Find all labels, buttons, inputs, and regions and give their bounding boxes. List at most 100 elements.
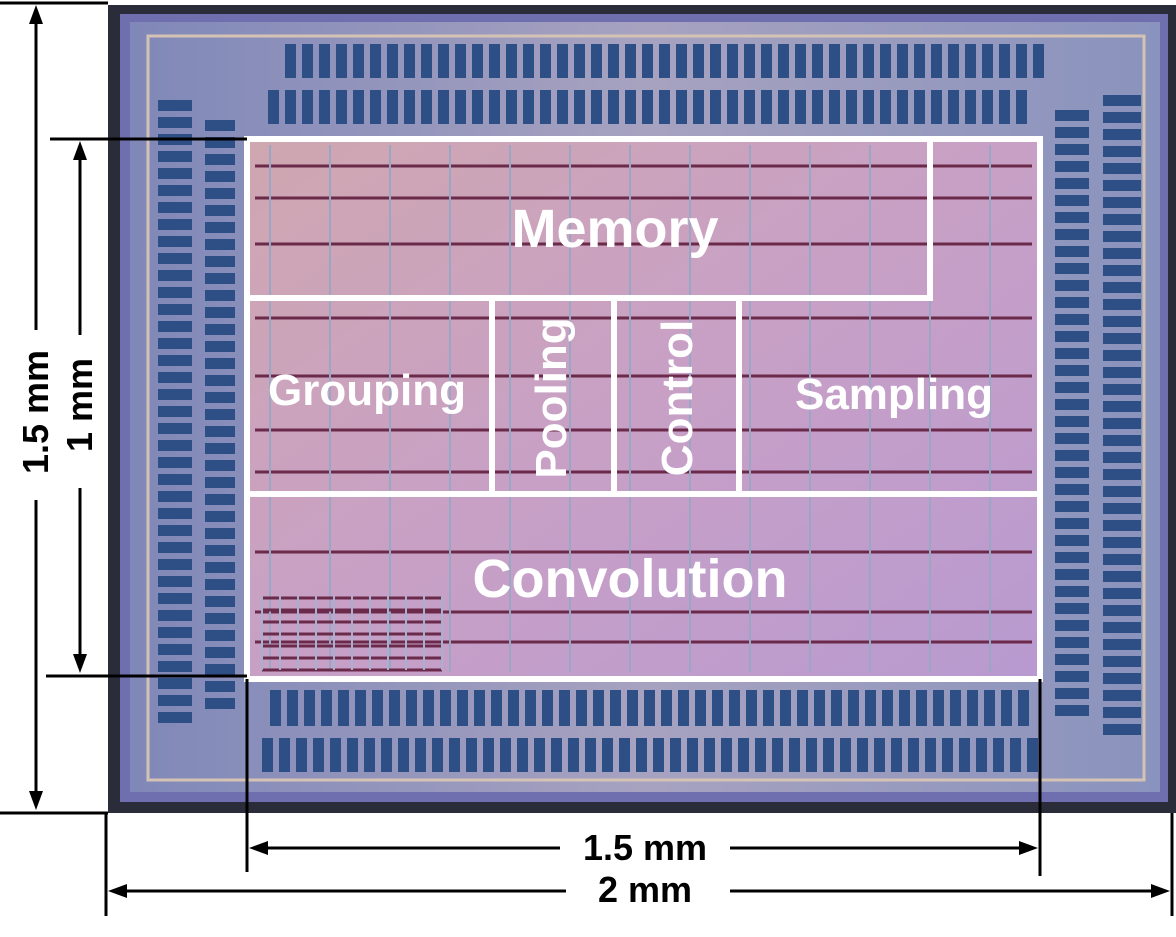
- bond-pad: [693, 44, 704, 78]
- bond-pad: [863, 90, 874, 124]
- bond-pad: [205, 205, 235, 216]
- bond-pad: [205, 511, 235, 522]
- bond-pad: [848, 690, 859, 726]
- die-height-arrow-up: [29, 5, 43, 24]
- bond-pad: [1103, 299, 1141, 310]
- bond-pad: [1055, 688, 1089, 699]
- bond-pad: [576, 690, 587, 726]
- bond-pad: [1055, 229, 1089, 240]
- bond-pad: [440, 690, 451, 726]
- bond-pad: [370, 90, 381, 124]
- bond-pad: [540, 44, 551, 78]
- bond-pad: [1103, 503, 1141, 514]
- bond-pad: [1103, 197, 1141, 208]
- bond-pad: [287, 690, 298, 726]
- bond-pad: [381, 738, 392, 772]
- grouping-label: Grouping: [268, 366, 466, 415]
- bond-pad: [789, 738, 800, 772]
- bond-pad: [158, 593, 192, 604]
- bond-pad: [205, 579, 235, 590]
- bond-pad: [795, 44, 806, 78]
- bond-pad: [1103, 265, 1141, 276]
- bond-pad: [472, 90, 483, 124]
- die-width-arrow-left: [108, 884, 127, 898]
- bond-pad: [1055, 297, 1089, 308]
- bond-pad: [1055, 212, 1089, 223]
- bond-pad: [863, 44, 874, 78]
- bond-pad: [882, 690, 893, 726]
- die-width-dimension: 2 mm: [104, 813, 1174, 916]
- bond-pad: [1103, 367, 1141, 378]
- bond-pad: [455, 44, 466, 78]
- bond-pad: [205, 409, 235, 420]
- bond-pad: [729, 690, 740, 726]
- bond-pad: [466, 738, 477, 772]
- bond-pad: [625, 90, 636, 124]
- bond-pad: [205, 562, 235, 573]
- die-inner-guard: [146, 34, 1146, 782]
- bond-pad: [761, 90, 772, 124]
- bond-pad: [829, 44, 840, 78]
- bond-pad: [262, 738, 273, 772]
- bond-pad: [831, 690, 842, 726]
- bond-pad: [158, 202, 192, 213]
- bond-pad: [1055, 416, 1089, 427]
- bond-pad: [491, 690, 502, 726]
- bond-pad: [205, 290, 235, 301]
- bond-pad: [205, 137, 235, 148]
- bond-pad: [897, 44, 908, 78]
- bond-pad: [642, 44, 653, 78]
- bond-pad: [1055, 654, 1089, 665]
- bond-pad: [525, 690, 536, 726]
- bond-pad: [205, 494, 235, 505]
- bond-pad: [205, 154, 235, 165]
- bond-pad: [158, 219, 192, 230]
- bond-pad: [1103, 520, 1141, 531]
- bond-pad: [205, 222, 235, 233]
- bond-pad: [772, 738, 783, 772]
- bond-pad: [746, 690, 757, 726]
- bond-pad: [158, 168, 192, 179]
- bond-pad: [205, 358, 235, 369]
- bond-pad: [302, 90, 313, 124]
- bond-pad: [1055, 178, 1089, 189]
- bond-pad: [268, 90, 279, 124]
- bond-pad: [158, 270, 192, 281]
- control-label: Control: [653, 320, 702, 476]
- bond-pad: [653, 738, 664, 772]
- bond-pad: [608, 90, 619, 124]
- bond-pad: [319, 44, 330, 78]
- bond-pad: [976, 738, 987, 772]
- bond-pad: [1103, 435, 1141, 446]
- bond-pad: [158, 491, 192, 502]
- bond-pad: [687, 738, 698, 772]
- bond-pad: [321, 690, 332, 726]
- bond-pad: [797, 690, 808, 726]
- bond-pad: [727, 90, 738, 124]
- bond-pad: [1055, 399, 1089, 410]
- bond-pad: [899, 690, 910, 726]
- memory-block-outline: [247, 139, 933, 301]
- core-width-label: 1.5 mm: [583, 827, 707, 868]
- bond-pad: [857, 738, 868, 772]
- bond-pad: [557, 90, 568, 124]
- bond-pad: [812, 44, 823, 78]
- bond-pad: [1103, 622, 1141, 633]
- bond-pads: [158, 44, 1141, 772]
- die-height-arrow-down: [29, 791, 43, 810]
- bond-pad: [610, 690, 621, 726]
- bond-pad: [948, 90, 959, 124]
- bond-pad: [1055, 161, 1089, 172]
- bond-pad: [455, 90, 466, 124]
- bond-pad: [1103, 282, 1141, 293]
- bond-pad: [508, 690, 519, 726]
- bond-pad: [1103, 571, 1141, 582]
- bond-pad: [1027, 738, 1038, 772]
- bond-pad: [644, 690, 655, 726]
- bond-pad: [1103, 163, 1141, 174]
- bond-pad: [1055, 433, 1089, 444]
- bond-pad: [205, 375, 235, 386]
- bond-pad: [1103, 95, 1141, 106]
- bond-pad: [205, 681, 235, 692]
